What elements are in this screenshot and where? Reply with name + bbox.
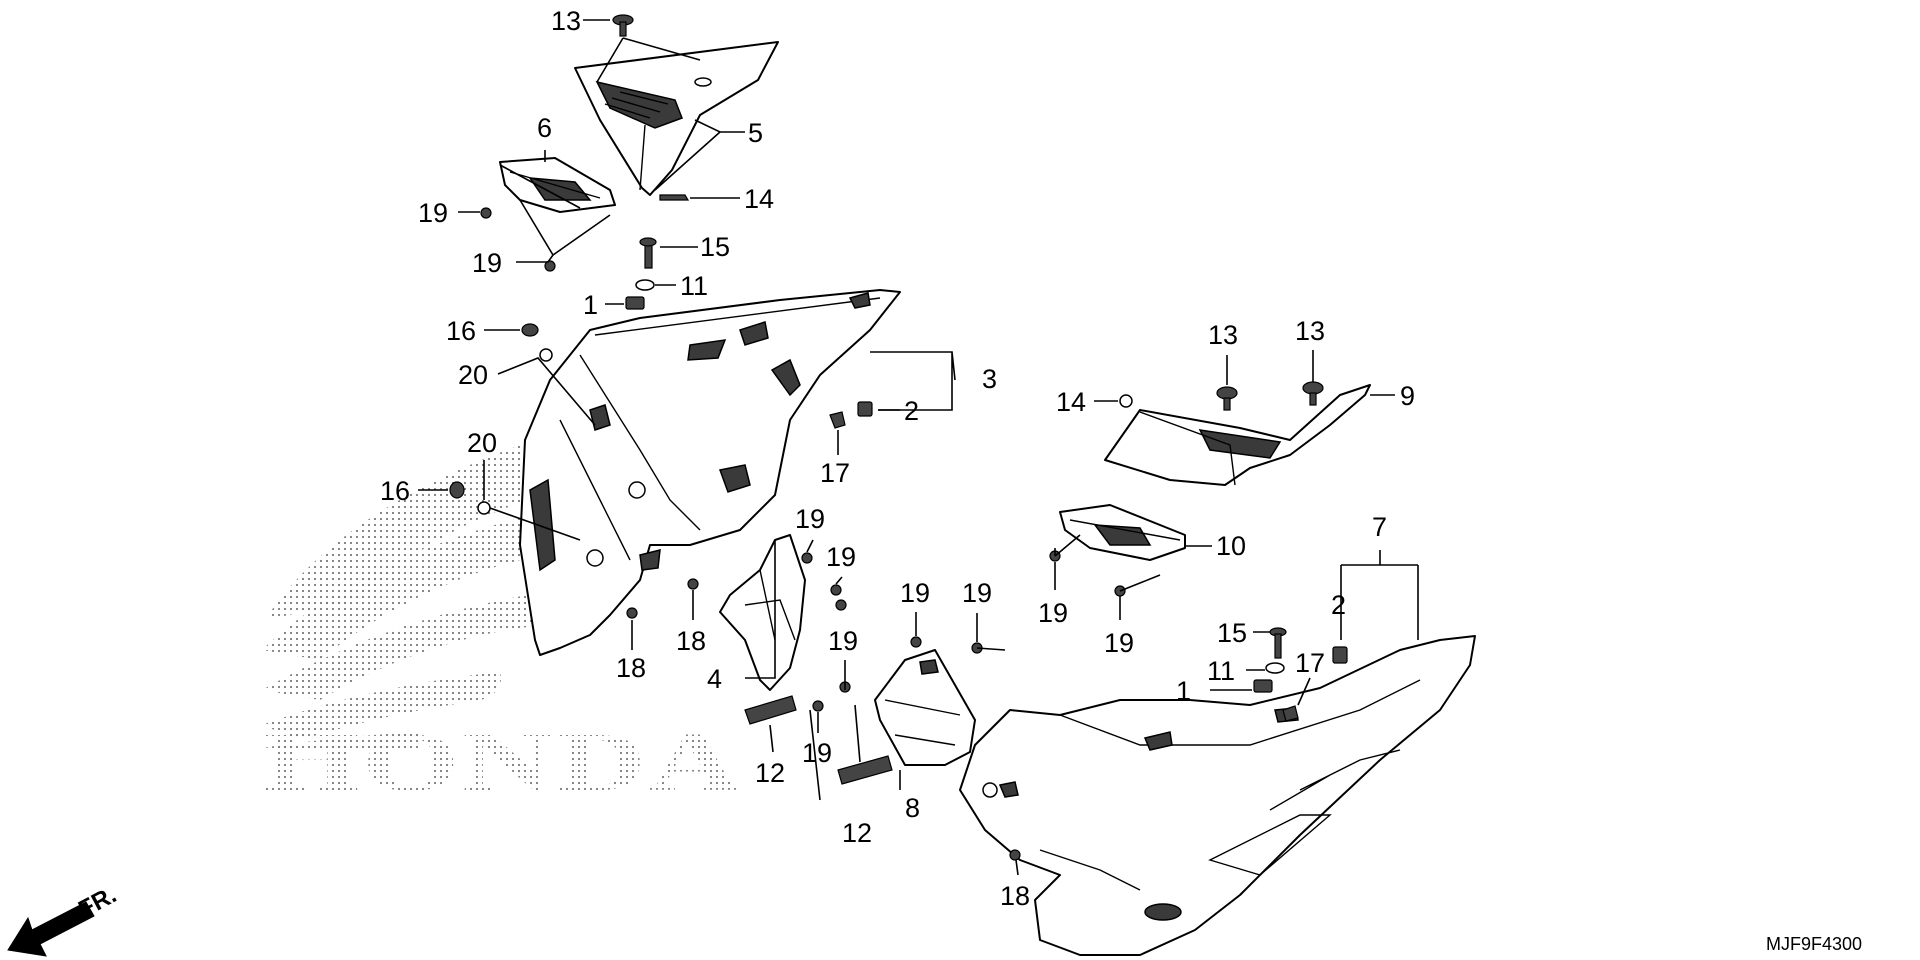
part-8-bracket — [874, 649, 976, 766]
leader-lines — [418, 19, 1419, 876]
callout-19: 19 — [826, 542, 856, 572]
callout-19: 19 — [900, 578, 930, 608]
part-7-lower-cowl — [959, 635, 1476, 956]
front-direction-arrow: FR. — [7, 881, 121, 957]
callout-19: 19 — [418, 198, 448, 228]
callout-4: 4 — [707, 664, 722, 694]
part-9-upper-right-panel — [1104, 384, 1371, 486]
callout-19: 19 — [1104, 628, 1134, 658]
part-4-bracket — [719, 534, 806, 691]
callout-2: 2 — [1331, 590, 1346, 620]
part-6-bracket — [499, 157, 616, 213]
callout-11: 11 — [680, 271, 708, 301]
callout-13: 13 — [1295, 316, 1325, 346]
callout-19: 19 — [472, 248, 502, 278]
callout-16: 16 — [446, 316, 476, 346]
callout-19: 19 — [802, 738, 832, 768]
callout-11: 11 — [1207, 656, 1235, 686]
callout-18: 18 — [616, 653, 646, 683]
diagram-code: MJF9F4300 — [1766, 934, 1862, 954]
callout-20: 20 — [467, 428, 497, 458]
callout-18: 18 — [1000, 881, 1030, 911]
callout-14: 14 — [1056, 387, 1086, 417]
callout-16: 16 — [380, 476, 410, 506]
callout-19: 19 — [828, 626, 858, 656]
callout-20: 20 — [458, 360, 488, 390]
callout-19: 19 — [1038, 598, 1068, 628]
callout-7: 7 — [1372, 512, 1387, 542]
callout-13: 13 — [551, 6, 581, 36]
callout-13: 13 — [1208, 320, 1238, 350]
callout-labels: 13 5 6 14 19 19 15 11 1 16 20 3 2 17 20 … — [380, 6, 1415, 911]
callout-12: 12 — [842, 818, 872, 848]
callout-19: 19 — [795, 504, 825, 534]
callout-14: 14 — [744, 184, 774, 214]
callout-2: 2 — [904, 396, 919, 426]
part-10-bracket — [1059, 504, 1186, 561]
callout-9: 9 — [1400, 381, 1415, 411]
callout-17: 17 — [820, 458, 850, 488]
callout-19: 19 — [962, 578, 992, 608]
callout-18: 18 — [676, 626, 706, 656]
callout-15: 15 — [1217, 618, 1247, 648]
callout-1: 1 — [583, 290, 598, 320]
callout-3: 3 — [982, 364, 997, 394]
callout-10: 10 — [1216, 531, 1246, 561]
callout-12: 12 — [755, 758, 785, 788]
callout-6: 6 — [537, 113, 552, 143]
callout-8: 8 — [905, 793, 920, 823]
honda-watermark-text: HONDA — [262, 716, 742, 809]
callout-5: 5 — [748, 118, 763, 148]
part-5-upper-panel — [574, 41, 779, 196]
callout-15: 15 — [700, 232, 730, 262]
callout-1: 1 — [1176, 676, 1191, 706]
callout-17: 17 — [1295, 648, 1325, 678]
part-3-main-cowl — [519, 289, 901, 656]
part-12-rubber-strips — [744, 695, 893, 785]
